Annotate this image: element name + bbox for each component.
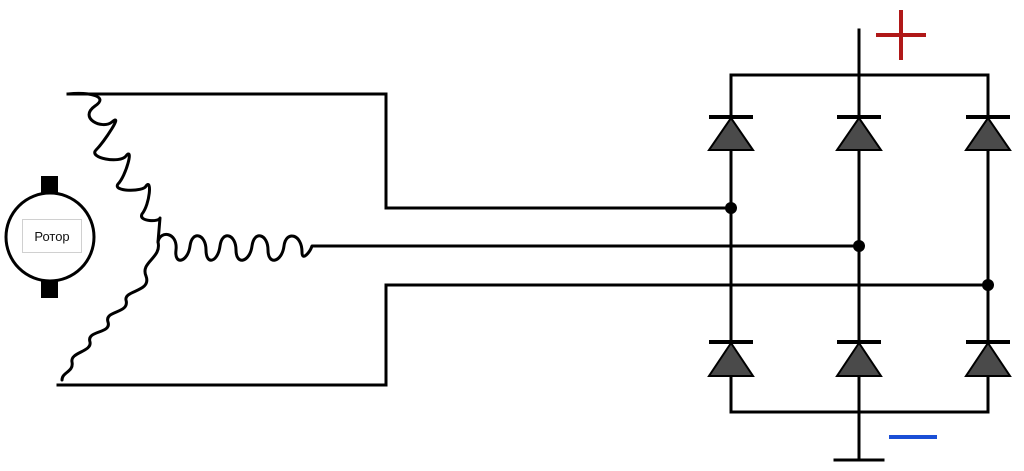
diode-upper-right: [964, 115, 1012, 151]
junction-dot-a: [725, 202, 737, 214]
junction-dot-c: [982, 279, 994, 291]
diode-upper-middle: [835, 115, 883, 151]
stator-windings: [60, 92, 322, 382]
phase-wires: [56, 92, 990, 387]
winding-middle: [156, 233, 322, 262]
diode-lower-left: [707, 340, 755, 377]
diode-upper-left: [707, 115, 755, 151]
diode-lower-middle: [835, 340, 883, 377]
junction-dot-b: [853, 240, 865, 252]
phase-c-wire: [56, 283, 990, 387]
winding-top: [66, 92, 162, 244]
diode-lower-right: [964, 340, 1012, 377]
plus-sign-icon: [876, 10, 926, 60]
rotor-label: Ротор: [22, 219, 82, 253]
phase-a-wire: [66, 92, 733, 210]
winding-bottom: [60, 240, 160, 382]
